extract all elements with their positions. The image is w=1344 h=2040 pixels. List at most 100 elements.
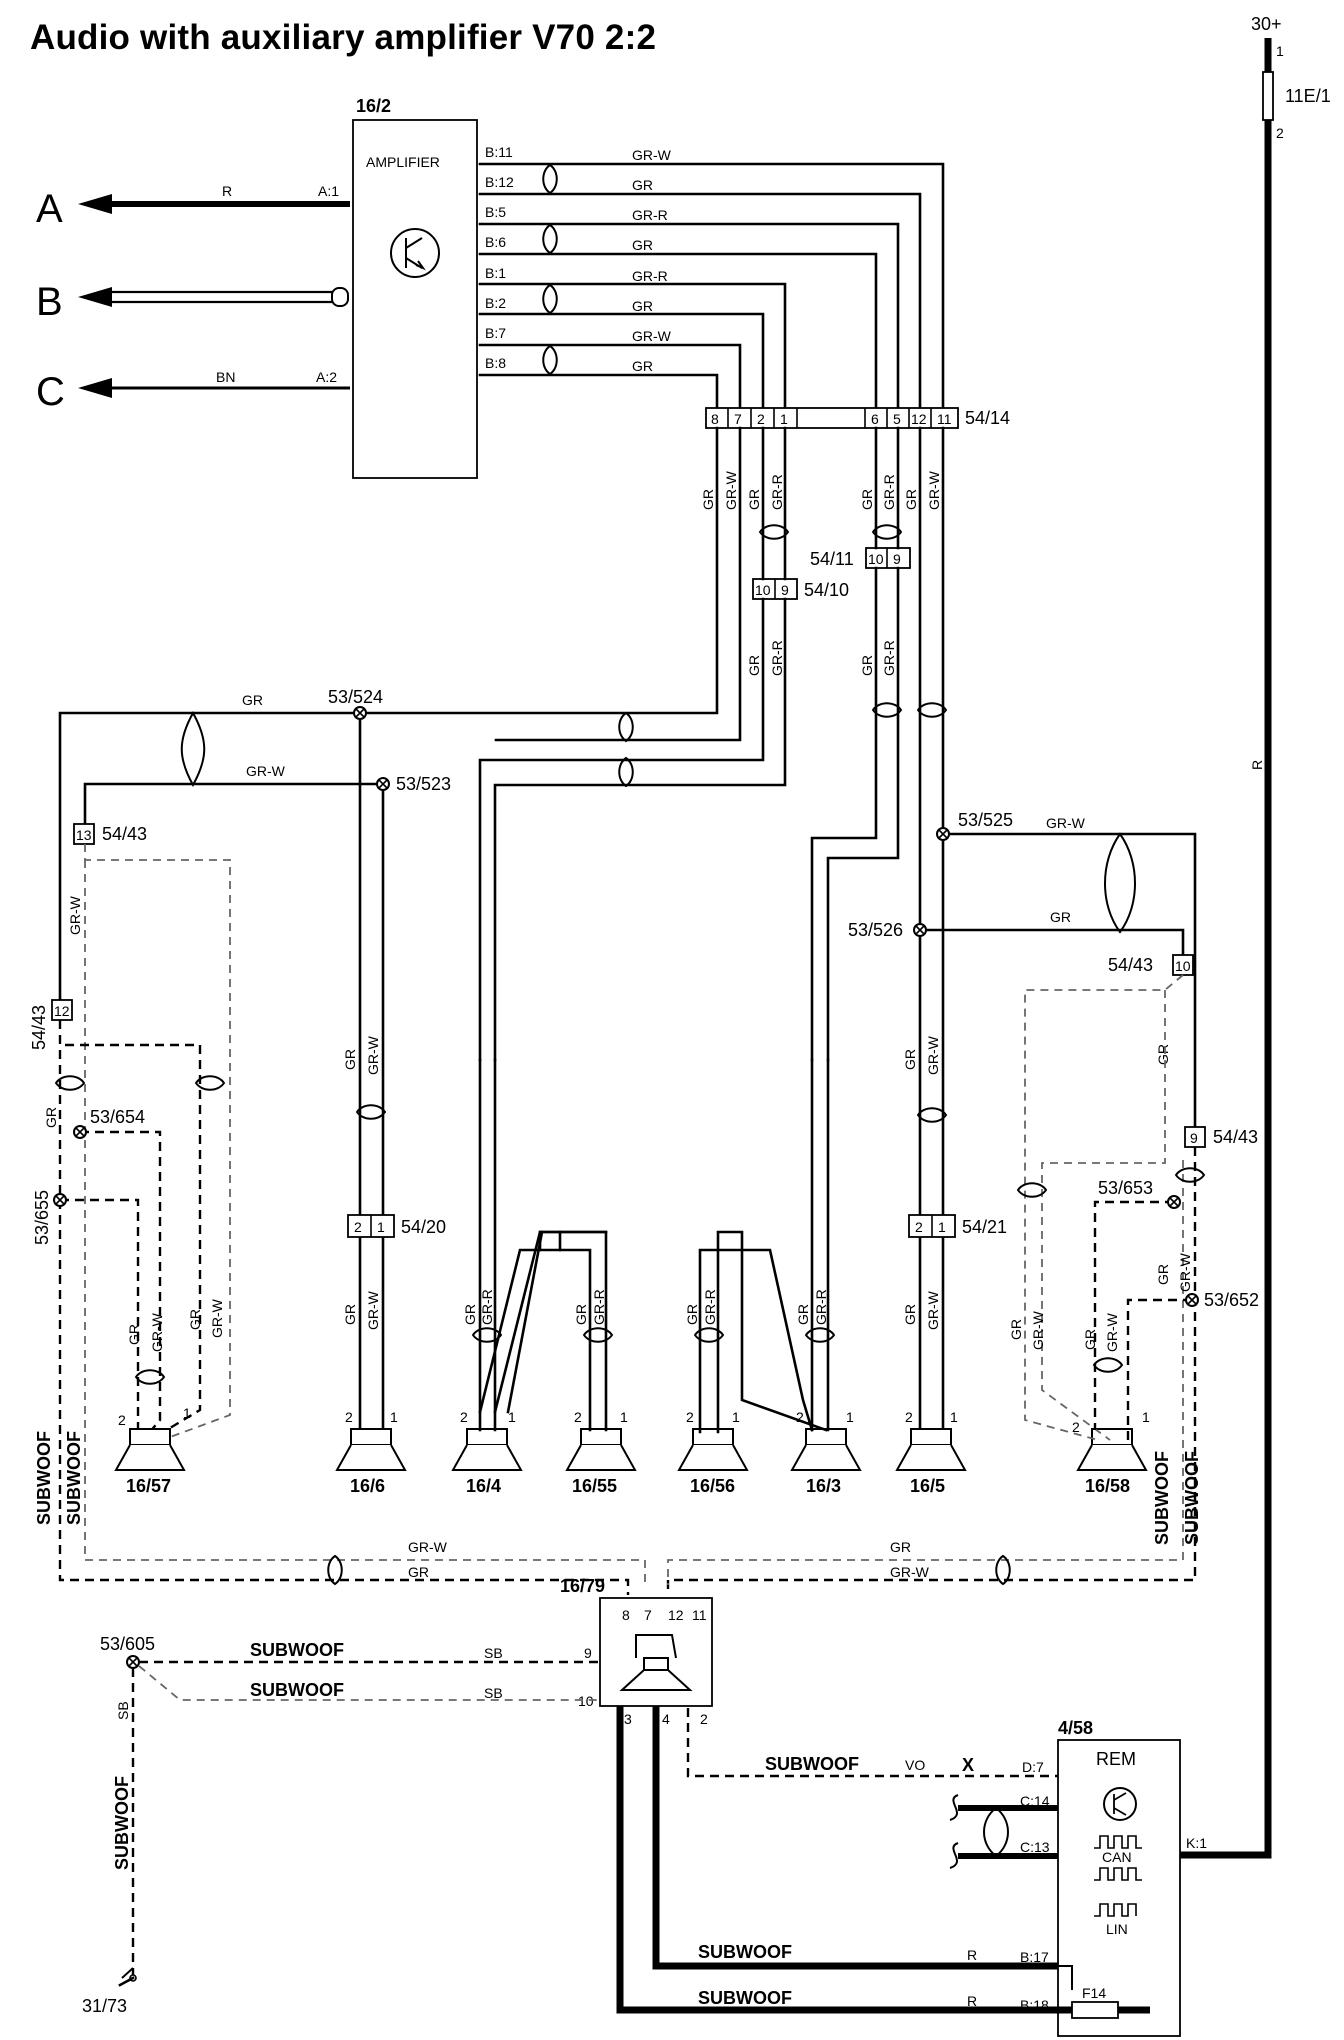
connector-54-43-9: 9 54/43 bbox=[1184, 1126, 1258, 1148]
svg-text:53/523: 53/523 bbox=[396, 774, 451, 794]
svg-text:GR: GR bbox=[632, 358, 653, 374]
svg-text:GR-W: GR-W bbox=[67, 895, 83, 935]
connector-54-21: 2 1 54/21 bbox=[908, 1214, 1007, 1238]
svg-text:K:1: K:1 bbox=[1186, 1835, 1207, 1851]
subwoofer-amp-box bbox=[599, 1597, 713, 1707]
rem-id: 4/58 bbox=[1058, 1718, 1093, 1738]
svg-text:1: 1 bbox=[938, 1219, 946, 1235]
svg-text:GR: GR bbox=[43, 1107, 59, 1128]
svg-text:B:7: B:7 bbox=[485, 325, 506, 341]
speaker-16-57: 2 1 16/57 bbox=[115, 1405, 191, 1496]
svg-text:GR: GR bbox=[632, 237, 653, 253]
svg-text:GR: GR bbox=[902, 1049, 918, 1070]
splice-53-655 bbox=[53, 1193, 67, 1207]
svg-text:GR: GR bbox=[1155, 1044, 1171, 1065]
svg-text:LIN: LIN bbox=[1106, 1921, 1128, 1937]
speaker-16-55: 2 1 16/55 bbox=[566, 1409, 636, 1496]
splice-53-526 bbox=[913, 923, 927, 937]
svg-text:GR-W: GR-W bbox=[1046, 815, 1086, 831]
connector-54-43-10: 10 54/43 bbox=[1108, 954, 1194, 976]
transistor-icon bbox=[390, 228, 440, 278]
svg-text:B:1: B:1 bbox=[485, 265, 506, 281]
svg-text:16/56: 16/56 bbox=[690, 1476, 735, 1496]
rem-box bbox=[1057, 1739, 1181, 2037]
svg-text:GR: GR bbox=[126, 1324, 142, 1345]
svg-text:12: 12 bbox=[54, 1003, 70, 1019]
svg-text:SB: SB bbox=[484, 1685, 503, 1701]
svg-text:16/4: 16/4 bbox=[466, 1476, 501, 1496]
svg-text:GR-R: GR-R bbox=[769, 474, 785, 510]
svg-text:B:5: B:5 bbox=[485, 204, 506, 220]
svg-text:GR: GR bbox=[890, 1539, 911, 1555]
svg-text:2: 2 bbox=[1276, 125, 1284, 141]
svg-text:GR: GR bbox=[1008, 1319, 1024, 1340]
front-speaker-wires bbox=[478, 1058, 830, 1434]
svg-text:GR: GR bbox=[795, 1304, 811, 1325]
svg-text:10: 10 bbox=[755, 582, 771, 598]
svg-text:10: 10 bbox=[578, 1693, 594, 1709]
svg-text:D:7: D:7 bbox=[1022, 1759, 1044, 1775]
svg-text:54/43: 54/43 bbox=[1213, 1127, 1258, 1147]
svg-text:R: R bbox=[1249, 760, 1265, 770]
svg-text:GR: GR bbox=[342, 1304, 358, 1325]
arrow-b-head bbox=[78, 287, 112, 307]
can-signal-icon bbox=[1094, 1835, 1142, 1849]
svg-text:SUBWOOF: SUBWOOF bbox=[698, 1942, 792, 1962]
svg-text:8: 8 bbox=[622, 1607, 630, 1623]
svg-text:GR-R: GR-R bbox=[769, 640, 785, 676]
svg-text:54/10: 54/10 bbox=[804, 580, 849, 600]
svg-text:11: 11 bbox=[937, 411, 952, 427]
svg-text:10: 10 bbox=[1175, 958, 1191, 974]
amp-output-wires bbox=[478, 162, 945, 410]
svg-text:R: R bbox=[967, 1993, 977, 2009]
fuse-f14 bbox=[1071, 2001, 1119, 2019]
svg-text:16/5: 16/5 bbox=[910, 1476, 945, 1496]
svg-text:GR-W: GR-W bbox=[209, 1298, 225, 1338]
svg-text:2: 2 bbox=[757, 411, 765, 427]
svg-text:9: 9 bbox=[781, 582, 789, 598]
svg-text:5: 5 bbox=[893, 411, 901, 427]
svg-text:1: 1 bbox=[390, 1409, 398, 1425]
svg-text:13: 13 bbox=[76, 827, 92, 843]
svg-text:1: 1 bbox=[780, 411, 788, 427]
svg-text:SUBWOOF: SUBWOOF bbox=[1182, 1451, 1202, 1545]
arrow-b-shielded-wire bbox=[112, 290, 332, 304]
svg-text:VO: VO bbox=[905, 1757, 925, 1773]
svg-text:SUBWOOF: SUBWOOF bbox=[34, 1431, 54, 1525]
connector-54-20: 2 1 54/20 bbox=[347, 1214, 446, 1238]
svg-text:GR: GR bbox=[573, 1304, 589, 1325]
arrow-a-label: A bbox=[36, 187, 63, 231]
svg-text:GR: GR bbox=[462, 1304, 478, 1325]
svg-text:GR-R: GR-R bbox=[591, 1289, 607, 1325]
amplifier-box bbox=[352, 119, 478, 479]
splice-53-524 bbox=[353, 706, 367, 720]
svg-text:GR: GR bbox=[408, 1564, 429, 1580]
connector-54-11: 10 9 54/11 bbox=[810, 547, 911, 569]
svg-text:CAN: CAN bbox=[1102, 1849, 1132, 1865]
connector-54-14: 8 7 2 1 6 5 12 11 54/14 bbox=[705, 407, 1010, 429]
svg-text:GR-W: GR-W bbox=[149, 1312, 165, 1352]
amplifier-id: 16/2 bbox=[356, 96, 391, 116]
svg-text:GR: GR bbox=[859, 655, 875, 676]
speaker-16-3: 2 1 16/3 bbox=[791, 1409, 861, 1496]
svg-text:12: 12 bbox=[911, 411, 927, 427]
subwoofer-icon bbox=[643, 1657, 669, 1671]
svg-text:GR: GR bbox=[684, 1304, 700, 1325]
svg-text:2: 2 bbox=[915, 1219, 923, 1235]
svg-text:54/21: 54/21 bbox=[962, 1217, 1007, 1237]
svg-text:1: 1 bbox=[183, 1405, 191, 1421]
ground-31-73: 31/73 bbox=[82, 1996, 127, 2016]
svg-text:GR: GR bbox=[1050, 909, 1071, 925]
svg-text:SUBWOOF: SUBWOOF bbox=[250, 1640, 344, 1660]
svg-text:GR: GR bbox=[746, 489, 762, 510]
svg-text:B:6: B:6 bbox=[485, 234, 506, 250]
svg-text:C:13: C:13 bbox=[1020, 1839, 1050, 1855]
svg-text:2: 2 bbox=[686, 1409, 694, 1425]
arrow-c-head bbox=[78, 378, 112, 398]
connector-54-43-13: 13 54/43 bbox=[73, 823, 147, 845]
svg-text:R: R bbox=[967, 1947, 977, 1963]
svg-text:GR-R: GR-R bbox=[881, 474, 897, 510]
lin-signal-icon bbox=[1094, 1903, 1137, 1917]
svg-text:GR: GR bbox=[859, 489, 875, 510]
svg-text:9: 9 bbox=[893, 551, 901, 567]
